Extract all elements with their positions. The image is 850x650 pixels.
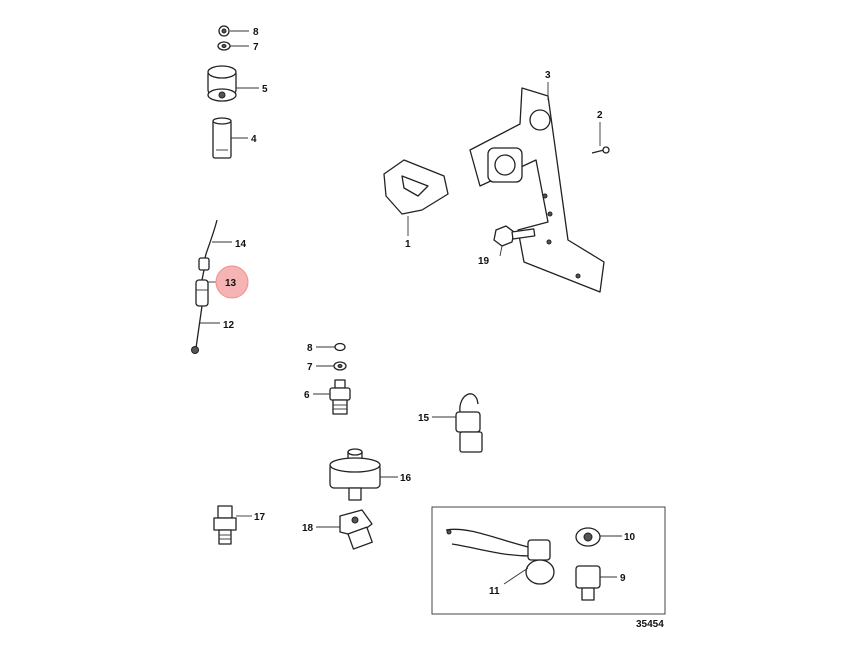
part-bolt-19 [493, 225, 536, 247]
part-wire-harness [191, 219, 218, 354]
callouts: 8 7 5 4 14 13 12 3 2 1 19 8 [200, 27, 636, 597]
part-adapter-4 [212, 117, 232, 159]
part-harness-11 [445, 528, 555, 585]
callout-8-top: 8 [253, 27, 259, 38]
part-sensor-16 [329, 448, 381, 501]
callout-7-top: 7 [253, 42, 259, 53]
callout-6: 6 [304, 390, 310, 401]
inset-box [431, 506, 666, 615]
callout-2: 2 [597, 110, 603, 121]
callout-8-mid: 8 [307, 343, 313, 354]
callout-17: 17 [254, 512, 266, 523]
callout-15: 15 [418, 413, 430, 424]
callout-19: 19 [478, 256, 490, 267]
callout-7-mid: 7 [307, 362, 313, 373]
part-screw-2 [591, 146, 610, 154]
callout-13-highlight [215, 265, 249, 299]
callout-12: 12 [223, 320, 235, 331]
part-sender-6 [329, 379, 351, 415]
part-nut-8-mid [334, 342, 346, 352]
part-fitting-17 [213, 505, 237, 545]
callout-5: 5 [262, 84, 268, 95]
callout-9: 9 [620, 573, 626, 584]
part-elbow-18 [339, 509, 373, 550]
part-sender-9 [575, 565, 601, 601]
part-washer-7-top [217, 41, 231, 51]
callout-14: 14 [235, 239, 247, 250]
callout-13: 13 [225, 278, 237, 289]
callout-16: 16 [400, 473, 412, 484]
part-nut-8-top [218, 25, 230, 37]
part-clip-1 [383, 159, 449, 215]
part-sender-10 [575, 527, 601, 547]
figure-number: 35454 [636, 619, 664, 630]
part-bracket-3 [469, 87, 605, 293]
part-washer-7-mid [333, 361, 347, 371]
callout-18: 18 [302, 523, 314, 534]
callout-4: 4 [251, 134, 257, 145]
callout-11: 11 [489, 586, 500, 597]
callout-1: 1 [405, 239, 411, 250]
callout-10: 10 [624, 532, 636, 543]
callout-3: 3 [545, 70, 551, 81]
part-sender-5 [207, 65, 237, 102]
part-connector-15 [455, 393, 483, 453]
